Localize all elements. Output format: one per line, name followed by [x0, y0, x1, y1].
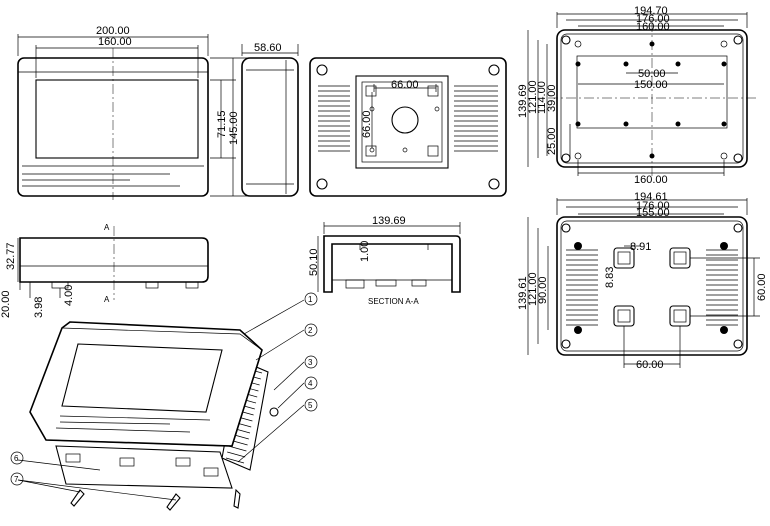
under-width-1: 194.61: [634, 191, 668, 203]
screw-icon: [70, 407, 279, 511]
bottom-dim-a: 3.98: [33, 297, 45, 318]
top-width-1: 194.70: [634, 5, 668, 17]
callout-2: 2: [304, 323, 318, 337]
callout-7: 7: [10, 472, 24, 486]
vent-line: [225, 457, 245, 464]
top-offset: 25.00: [546, 127, 558, 155]
section-width: 139.69: [372, 215, 406, 227]
svg-text:3: 3: [308, 358, 313, 367]
top-width-2: 176.00: [636, 13, 670, 25]
back-holes-width: 66.00: [391, 79, 419, 91]
callout-4: 4: [304, 376, 318, 390]
top-slot-width-1: 50.00: [638, 68, 666, 80]
front-height-outer: 145.00: [228, 111, 240, 145]
under-width-3: 155.00: [636, 207, 670, 219]
vent-line: [228, 445, 247, 452]
top-bottom-width: 160.00: [634, 174, 668, 186]
section-view: 139.69 50.10 1.00 SECTION A-A: [308, 215, 461, 306]
under-height-1: 139.61: [517, 276, 529, 310]
top-height-1: 139.69: [517, 84, 529, 118]
underside-view: 194.61 176.00 155.00 8.91 8.83 60.00 60.…: [517, 191, 768, 371]
under-width-2: 176.00: [636, 200, 670, 212]
front-width-inner: 160.00: [98, 36, 132, 48]
back-view: 66.00 66.00: [309, 57, 507, 197]
under-boss-x: 8.91: [630, 241, 651, 253]
svg-text:7: 7: [14, 475, 19, 484]
under-boss-y: 8.83: [604, 267, 616, 288]
bottom-height: 32.77: [5, 242, 17, 270]
section-mark-bottom: A: [104, 295, 110, 304]
top-height-2: 121.00: [527, 80, 539, 114]
under-height-3: 90.00: [537, 276, 549, 304]
callout-5: 5: [304, 398, 318, 412]
under-right: 60.00: [756, 273, 768, 301]
top-height-3: 114.00: [536, 81, 548, 114]
bottom-dim-b: 4.00: [63, 285, 75, 306]
side-view: 58.60: [241, 42, 299, 197]
callout-6: 6: [10, 451, 24, 465]
svg-text:1: 1: [308, 295, 313, 304]
callout-3: 3: [304, 355, 318, 369]
top-width-3: 160.00: [636, 21, 670, 33]
callout-1: 1: [304, 292, 318, 306]
svg-text:5: 5: [308, 401, 313, 410]
top-view: 194.70 176.00 160.00 50.00 150.00 160.00…: [517, 5, 756, 186]
svg-text:6: 6: [14, 454, 19, 463]
section-mark-top: A: [104, 223, 110, 232]
bottom-base: 20.00: [0, 290, 12, 318]
bottom-elevation: A A 32.77 20.00 3.98 4.00: [0, 223, 209, 318]
side-depth: 58.60: [254, 42, 282, 54]
front-height-inner: 71.15: [216, 110, 228, 138]
under-bottom: 60.00: [636, 359, 664, 371]
section-height: 50.10: [308, 248, 320, 276]
vent-line: [227, 451, 246, 458]
section-wall: 1.00: [359, 241, 371, 262]
section-label: SECTION A-A: [368, 297, 419, 306]
front-view: 200.00 160.00 71.15 145.00: [17, 25, 248, 200]
exploded-view: [17, 299, 305, 511]
back-holes-height: 66.00: [361, 110, 373, 138]
top-slot-height: 39.00: [546, 84, 558, 112]
top-slot-width-2: 150.00: [634, 79, 668, 91]
svg-text:4: 4: [308, 379, 313, 388]
front-width-outer: 200.00: [96, 25, 130, 37]
svg-text:2: 2: [308, 326, 313, 335]
under-height-2: 121.00: [527, 272, 539, 306]
